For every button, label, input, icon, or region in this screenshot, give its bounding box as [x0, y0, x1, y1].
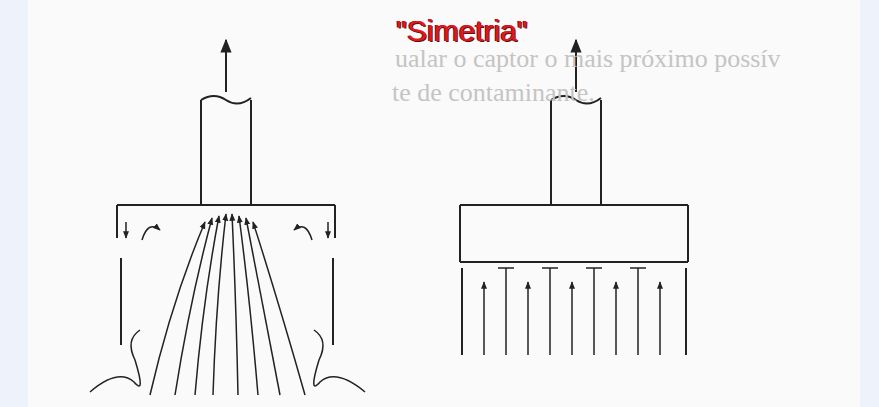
- flow-arrow: [571, 282, 573, 355]
- slide-title: "Simetria": [396, 14, 527, 48]
- slot-baffles: [484, 268, 660, 355]
- left-hood: [117, 40, 335, 345]
- scan-text: te de contaminante.: [392, 78, 595, 108]
- baffle: [498, 268, 514, 355]
- flow-arrow: [615, 282, 617, 355]
- baffle: [586, 268, 602, 355]
- flow-arrow: [527, 282, 529, 355]
- scan-text: ualar o captor o mais próximo possív: [395, 44, 781, 74]
- left-streamlines: [90, 214, 365, 395]
- scan-ground: [28, 0, 860, 407]
- flow-arrow: [659, 282, 661, 355]
- baffle: [542, 268, 558, 355]
- baffle: [630, 268, 646, 355]
- flow-arrow: [483, 282, 485, 355]
